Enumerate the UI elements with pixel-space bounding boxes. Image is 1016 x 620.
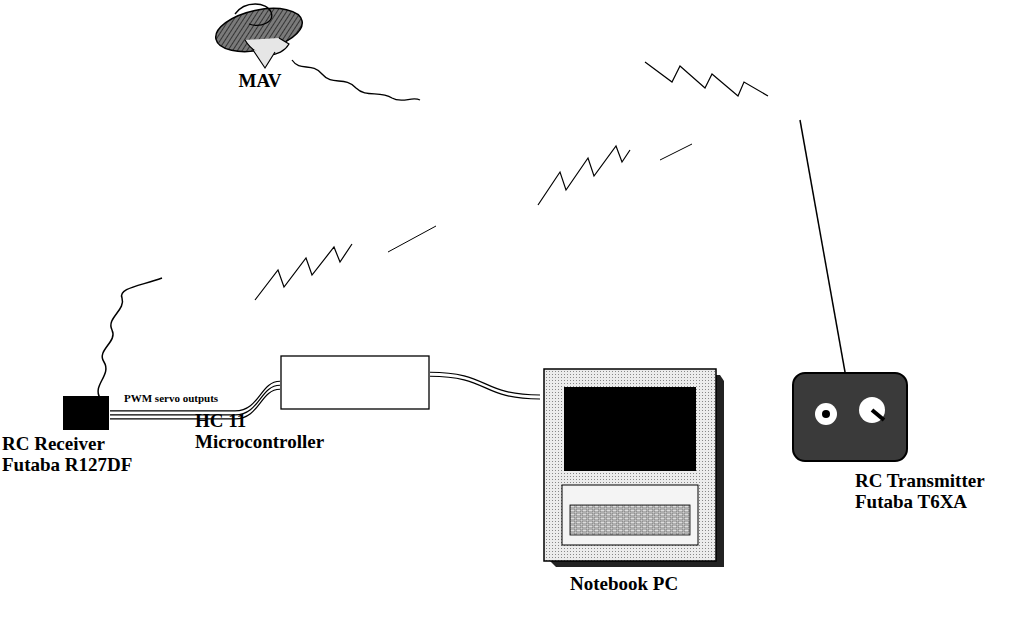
cable xyxy=(430,372,540,399)
radio-trace xyxy=(388,226,436,252)
microcontroller-box: HC 11 Microcontroller xyxy=(195,355,435,456)
radio-trace xyxy=(660,144,692,160)
mav-aircraft: MAV xyxy=(205,0,315,95)
wire xyxy=(430,376,540,399)
rc-receiver-shape xyxy=(62,395,110,431)
mav-antenna xyxy=(292,60,420,100)
transmitter-antenna xyxy=(800,120,850,400)
node-label: HC 11 Microcontroller xyxy=(195,410,360,452)
node-label: Notebook PC xyxy=(570,573,720,594)
radio-zigzag xyxy=(538,146,630,205)
radio-zigzag xyxy=(255,244,352,300)
wire xyxy=(430,372,540,395)
rc-transmitter: RC Transmitter Futaba T6XA xyxy=(790,370,1005,518)
node-label: RC Receiver Futaba R127DF xyxy=(2,433,148,475)
mav-aircraft-shape xyxy=(205,0,315,72)
notebook-pc: Notebook PC xyxy=(540,365,730,605)
rc-transmitter-shape xyxy=(790,370,910,465)
notebook-pc-shape xyxy=(540,365,726,570)
node-label: MAV xyxy=(205,70,315,91)
microcontroller-box-shape xyxy=(280,355,430,410)
rc-receiver: RC Receiver Futaba R127DF xyxy=(0,395,150,479)
edge-label: PWM servo outputs xyxy=(122,392,220,405)
receiver-antenna xyxy=(98,278,162,398)
radio-zigzag xyxy=(645,62,768,96)
node-label: RC Transmitter Futaba T6XA xyxy=(855,470,1005,512)
